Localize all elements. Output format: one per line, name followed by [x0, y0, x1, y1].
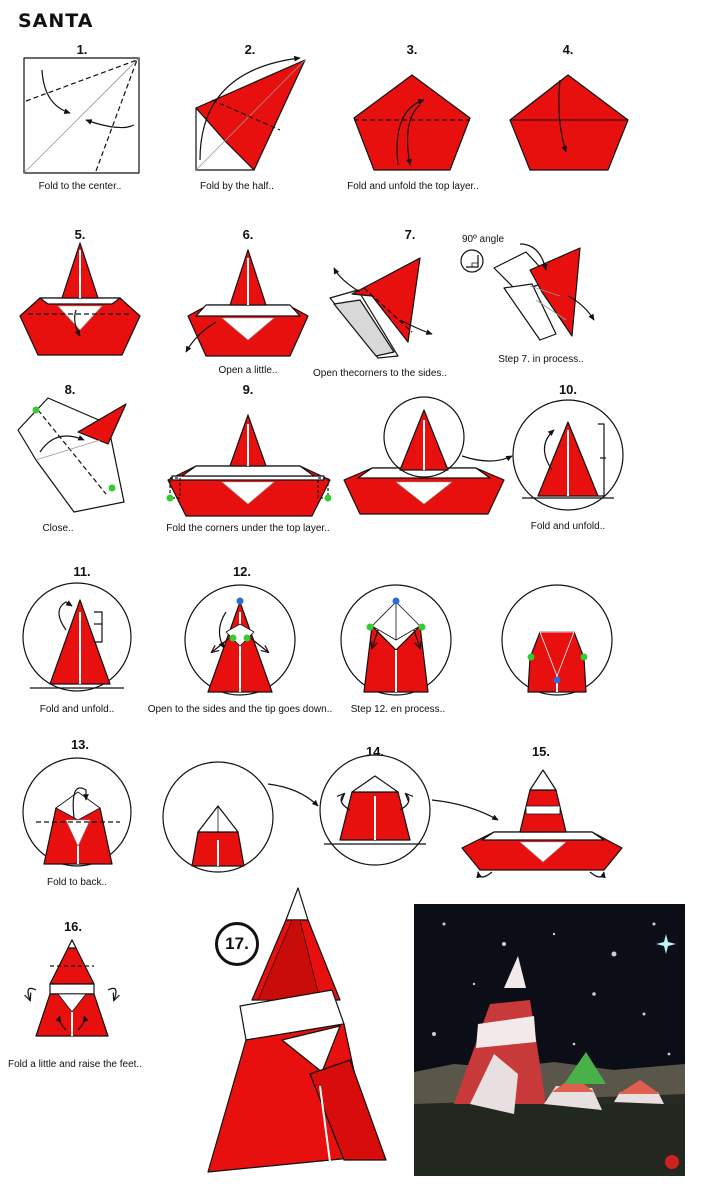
- finished-santa-photo: [414, 904, 685, 1176]
- step-17-finished-santa: [207, 887, 387, 1173]
- step-number-12: 12.: [232, 564, 252, 579]
- step-number-8: 8.: [64, 382, 76, 397]
- step-12-process-zoomed: [340, 584, 452, 696]
- step-number-4: 4.: [562, 42, 574, 57]
- step-2-kite: [195, 55, 306, 171]
- step-15-boat: [461, 769, 623, 879]
- caption-step-10: Fold and unfold..: [530, 521, 606, 532]
- caption-step-12-process: Step 12. en process..: [350, 704, 446, 715]
- caption-step-1: Fold to the center..: [38, 181, 122, 192]
- step-12-zoomed: [184, 584, 296, 696]
- step-number-10: 10.: [558, 382, 578, 397]
- step-7-process-figure: [493, 243, 595, 341]
- step-12-result-zoomed: [501, 584, 613, 696]
- step-number-15: 15.: [531, 744, 551, 759]
- step-3-pentagon: [353, 74, 471, 171]
- caption-step-3: Fold and unfold the top layer..: [347, 181, 479, 192]
- step-number-5: 5.: [74, 227, 86, 242]
- step-8-figure: [17, 397, 127, 513]
- angle-label: 90º angle: [462, 234, 505, 245]
- caption-step-8: Close..: [42, 523, 74, 534]
- caption-step-6: Open a little..: [218, 365, 278, 376]
- step-6-boat: [185, 249, 309, 357]
- page-title: SANTA: [18, 10, 94, 32]
- caption-step-7-process: Step 7. in process..: [498, 354, 584, 365]
- step-9-figure: [166, 414, 332, 517]
- step-number-6: 6.: [242, 227, 254, 242]
- step-number-16: 16.: [63, 919, 83, 934]
- step-16-santa: [28, 939, 116, 1037]
- step-5-boat: [19, 242, 141, 356]
- step-14-zoomed: [319, 754, 499, 866]
- step-number-13: 13.: [70, 737, 90, 752]
- step-number-2: 2.: [244, 42, 256, 57]
- step-10-zoomed: [512, 399, 624, 511]
- caption-step-2: Fold by the half..: [200, 181, 274, 192]
- caption-step-16: Fold a little and raise the feet..: [8, 1059, 142, 1070]
- step-11-zoomed: [22, 582, 132, 692]
- step-number-7: 7.: [404, 227, 416, 242]
- step-9-result-zoom: [343, 396, 513, 515]
- caption-step-7: Open thecorners to the sides..: [313, 368, 447, 379]
- step-number-17-badge: 17.: [215, 922, 259, 966]
- step-4-pentagon: [509, 74, 629, 171]
- caption-step-11: Fold and unfold..: [39, 704, 115, 715]
- step-number-11: 11.: [73, 564, 91, 579]
- step-13-zoomed: [22, 757, 132, 867]
- step-7-partial-open: [329, 257, 433, 359]
- night-scene-illustration: [414, 904, 685, 1176]
- caption-step-9: Fold the corners under the top layer..: [166, 523, 330, 534]
- step-number-3: 3.: [406, 42, 418, 57]
- ninety-degree-angle-icon: [460, 249, 484, 273]
- caption-step-12: Open to the sides and the tip goes down.…: [147, 704, 333, 715]
- caption-step-13: Fold to back..: [46, 877, 108, 888]
- step-1-square: [23, 57, 140, 174]
- step-number-9: 9.: [242, 382, 254, 397]
- step-number-1: 1.: [76, 42, 88, 57]
- step-13-result-zoomed: [162, 761, 319, 873]
